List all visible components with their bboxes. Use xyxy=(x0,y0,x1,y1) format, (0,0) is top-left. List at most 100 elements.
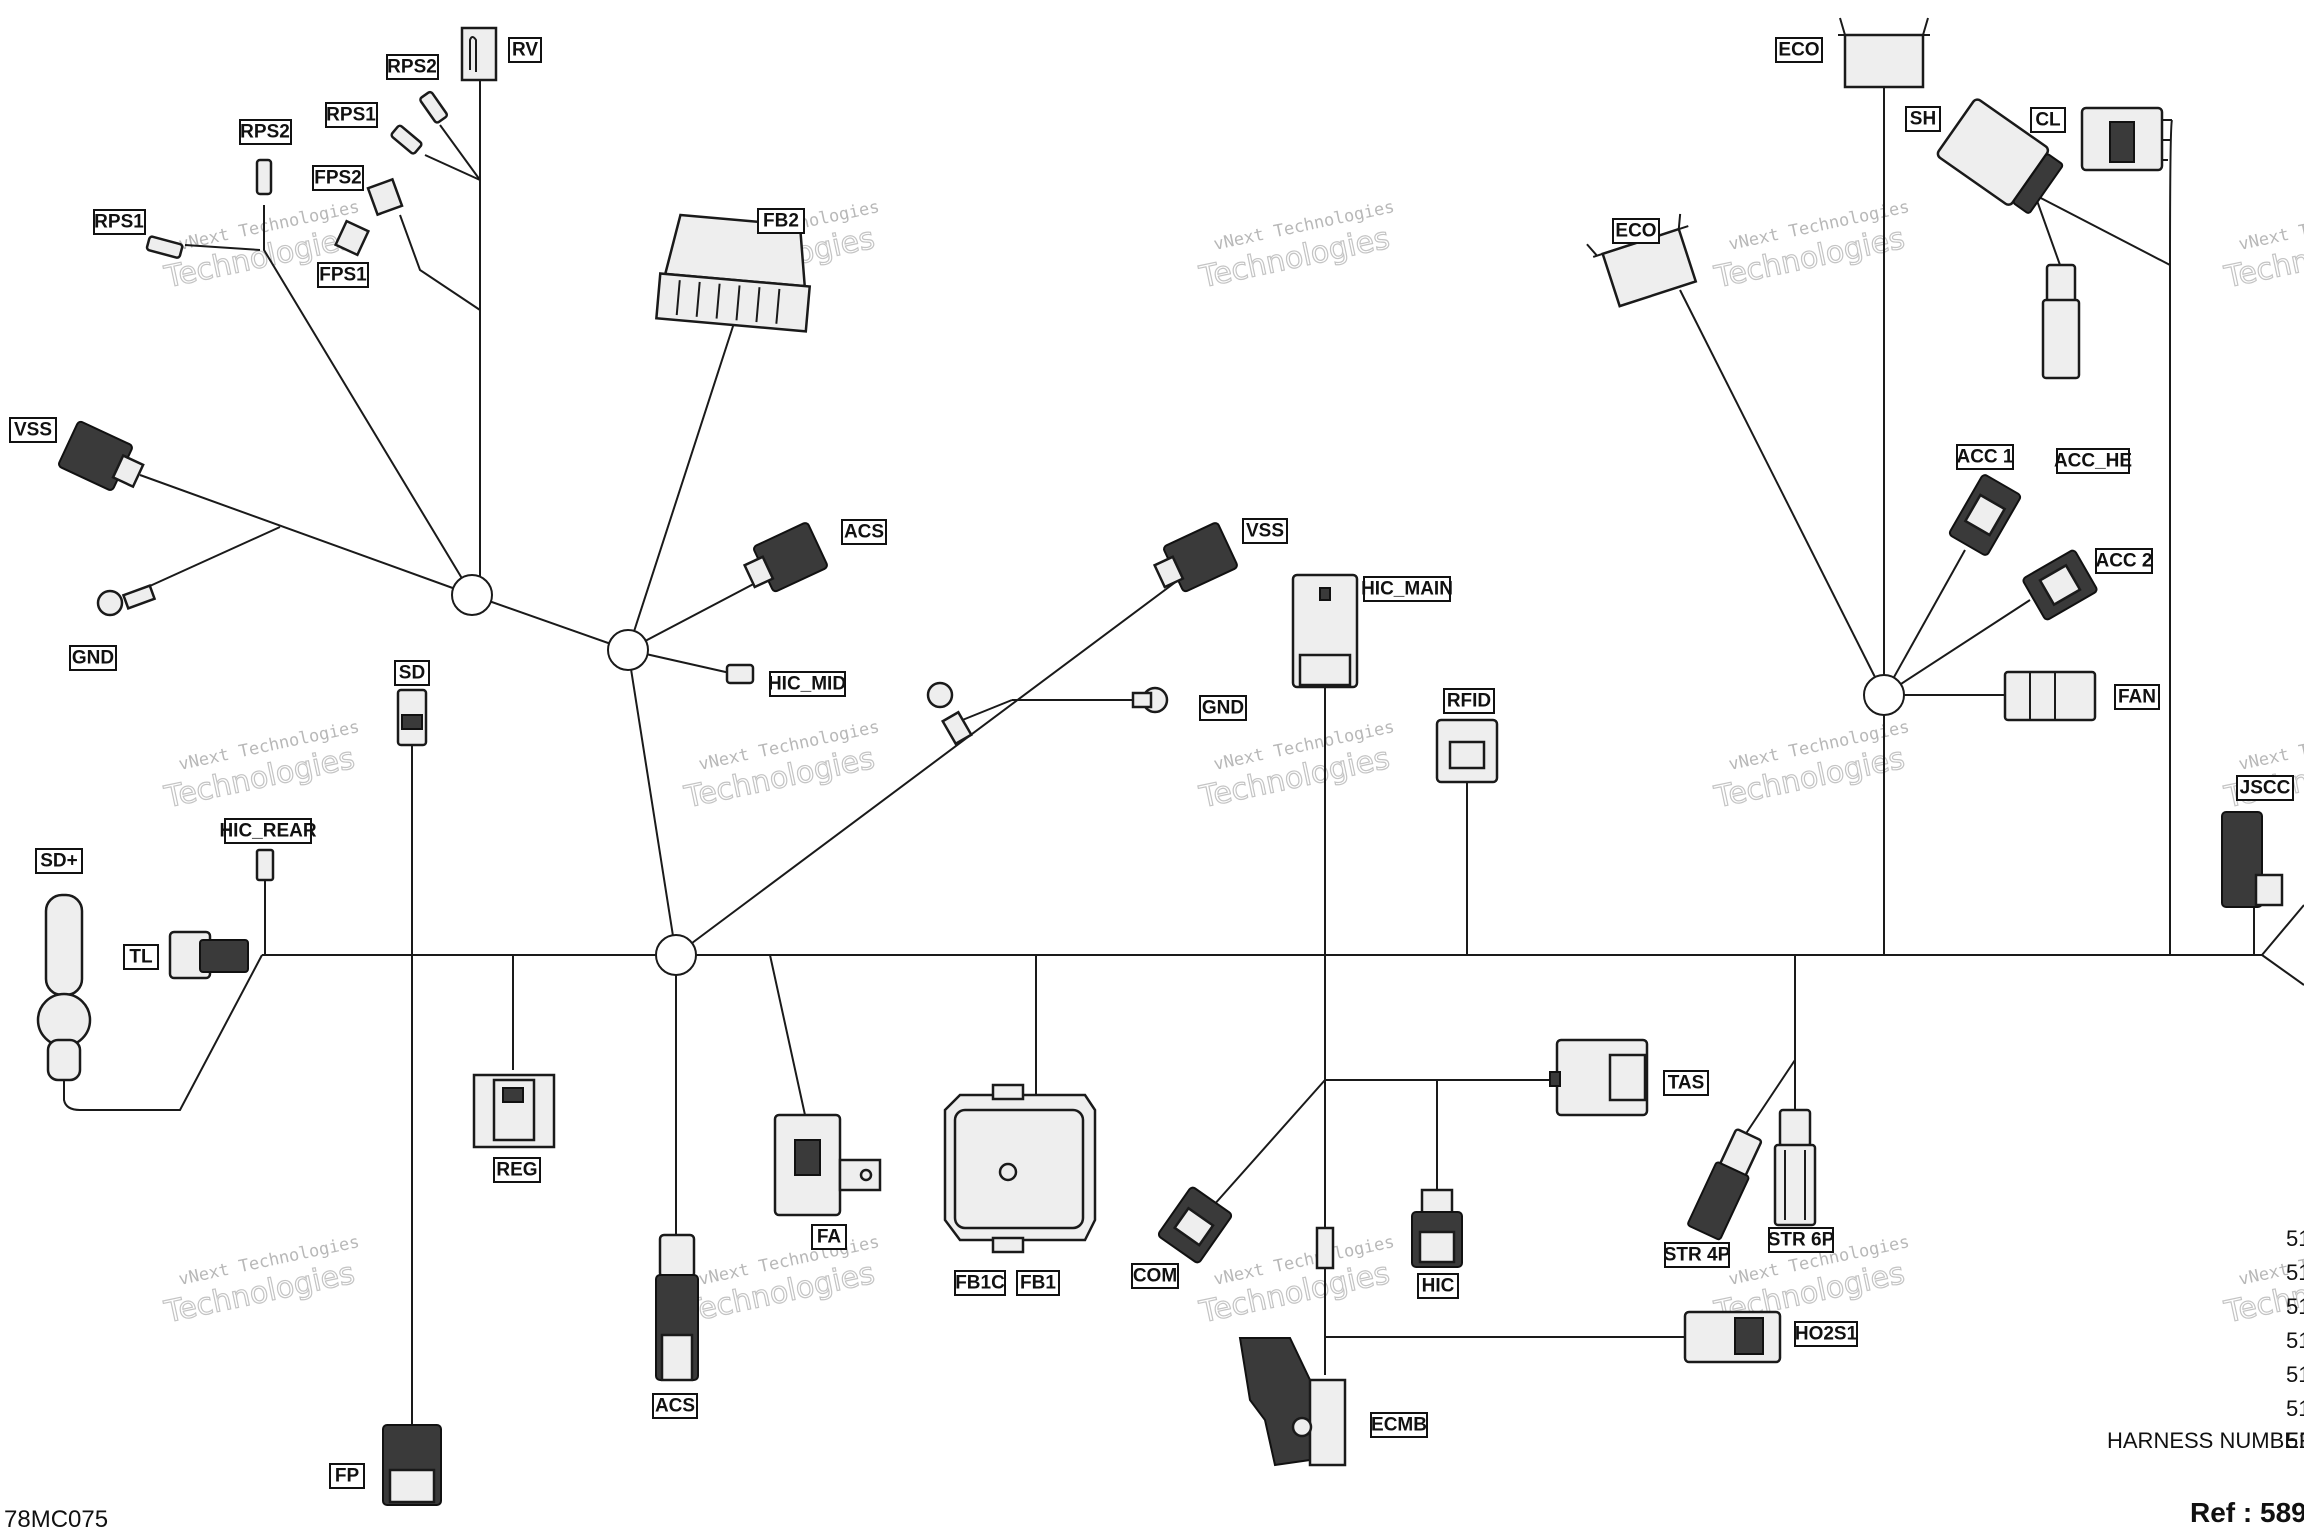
label-acc2: ACC 2 xyxy=(2095,548,2153,574)
acc-he-connector[interactable] xyxy=(2041,263,2081,380)
svg-text:ECO: ECO xyxy=(1778,40,1819,61)
ecmb-connector[interactable] xyxy=(1238,1226,1347,1467)
svg-text:SD: SD xyxy=(399,663,425,684)
cl-wire xyxy=(2169,119,2173,955)
svg-text:RPS2: RPS2 xyxy=(387,57,437,78)
gnd-mid-eyelet[interactable] xyxy=(1131,686,1169,714)
trunk-link-wire xyxy=(627,649,677,956)
label-gnd-left: GND xyxy=(69,645,117,671)
str-6p-connector[interactable] xyxy=(1773,1108,1817,1227)
svg-text:HIC: HIC xyxy=(1422,1276,1455,1297)
gnd-left-eyelet[interactable] xyxy=(96,584,157,617)
label-eco-top: ECO xyxy=(1775,37,1823,63)
sd-connector[interactable] xyxy=(396,688,428,747)
svg-text:STR 4P: STR 4P xyxy=(1664,1245,1731,1266)
svg-text:ECMB: ECMB xyxy=(1371,1415,1427,1436)
vss-left-wire xyxy=(139,474,473,596)
junctions xyxy=(451,574,1905,976)
svg-text:ECO: ECO xyxy=(1615,221,1656,242)
hic-connector[interactable] xyxy=(1411,1188,1463,1268)
acc2-connector[interactable] xyxy=(2022,549,2098,621)
label-fan: FAN xyxy=(2114,684,2160,710)
label-sh: SH xyxy=(1905,106,1941,132)
svg-text:ACC 1: ACC 1 xyxy=(1956,447,2013,468)
svg-text:ACS: ACS xyxy=(655,1396,695,1417)
watermark: vNext Technologies Technologies xyxy=(1710,197,1911,296)
rps2-left-connector[interactable] xyxy=(255,158,273,196)
rfid-connector[interactable] xyxy=(1435,718,1499,784)
acc-he-wire xyxy=(2034,194,2061,266)
str-4p-connector[interactable] xyxy=(1687,1127,1765,1241)
watermark: vNext Technologies Technologies xyxy=(2220,197,2304,296)
fps2-connector[interactable] xyxy=(366,177,404,217)
label-cl: CL xyxy=(2030,107,2066,133)
label-reg: REG xyxy=(493,1157,541,1183)
svg-text:RFID: RFID xyxy=(1447,691,1491,712)
label-jscc: JSCC xyxy=(2236,775,2294,801)
connectors xyxy=(36,17,2284,1506)
fb1-fuse-box[interactable] xyxy=(943,1083,1097,1254)
svg-text:SH: SH xyxy=(1910,109,1936,130)
fan-connector[interactable] xyxy=(2003,670,2097,722)
acc2-wire xyxy=(1883,599,2031,696)
rps1-left-connector[interactable] xyxy=(145,235,184,259)
rps1-left-wire xyxy=(184,244,261,251)
reference-number: Ref : 589 xyxy=(2190,1497,2304,1528)
svg-text:FAN: FAN xyxy=(2118,687,2156,708)
label-eco-mid: ECO xyxy=(1612,218,1660,244)
hic-rear-connector[interactable] xyxy=(255,848,275,882)
hic-mid-connector[interactable] xyxy=(725,663,755,685)
acs-upper-connector[interactable] xyxy=(739,522,828,599)
eco-top-connector[interactable] xyxy=(1838,17,1930,89)
sh-connector[interactable] xyxy=(1936,98,2066,218)
fa-connector[interactable] xyxy=(773,1113,882,1217)
harness-number: 51 xyxy=(2286,1396,2304,1421)
ho2s1-connector[interactable] xyxy=(1683,1310,1782,1364)
label-sd: SD xyxy=(394,660,430,686)
cl-connector[interactable] xyxy=(2080,106,2172,172)
tas-connector[interactable] xyxy=(1549,1038,1649,1117)
label-acs-upper: ACS xyxy=(841,519,887,545)
rps1-top-connector[interactable] xyxy=(390,124,423,155)
str-wire xyxy=(1744,955,1796,1136)
svg-text:TAS: TAS xyxy=(1668,1073,1705,1094)
tl-connector[interactable] xyxy=(168,930,249,980)
sh-cl-wire xyxy=(2034,194,2171,266)
sd-plus-connector[interactable] xyxy=(36,893,92,1082)
fp-connector[interactable] xyxy=(382,1424,442,1506)
fps1-connector[interactable] xyxy=(333,219,371,257)
acc1-wire xyxy=(1883,549,1966,696)
jscc-connector[interactable] xyxy=(2221,811,2284,908)
fps2-wire xyxy=(399,214,481,311)
label-com: COM xyxy=(1131,1263,1179,1289)
fb2-wire xyxy=(627,319,736,651)
hic-main-connector[interactable] xyxy=(1291,573,1359,689)
com-connector[interactable] xyxy=(1157,1186,1233,1264)
label-fp: FP xyxy=(329,1463,365,1489)
footer: 78MC075 51 51 51 51 51 51 51 HARNESS NUM… xyxy=(4,1226,2304,1533)
reg-connector[interactable] xyxy=(472,1073,556,1149)
fa-wire xyxy=(769,954,806,1116)
svg-text:FB2: FB2 xyxy=(763,211,799,232)
acc1-connector[interactable] xyxy=(1948,474,2022,557)
harness-number: 51 xyxy=(2286,1362,2304,1387)
vss-mid-connector[interactable] xyxy=(1149,522,1238,599)
label-hic-rear: HIC_REAR xyxy=(219,818,317,844)
rv-connector[interactable] xyxy=(460,26,498,82)
rps2-top-wire xyxy=(439,124,481,181)
label-fps1: FPS1 xyxy=(317,262,369,288)
watermarks: vNext Technologies Technologies vNext Te… xyxy=(160,197,2304,1331)
vss-left-connector[interactable] xyxy=(58,420,149,499)
label-acs-lower: ACS xyxy=(652,1393,698,1419)
svg-text:HIC_MAIN: HIC_MAIN xyxy=(1361,579,1453,600)
eco-mid-connector[interactable] xyxy=(1586,213,1705,310)
acs-lower-connector[interactable] xyxy=(655,1233,699,1382)
junction-upper-mid xyxy=(607,629,649,671)
label-fb2: FB2 xyxy=(757,208,805,234)
gnd-mid-eyelet-2[interactable] xyxy=(926,681,974,746)
svg-text:COM: COM xyxy=(1133,1266,1177,1287)
svg-text:JSCC: JSCC xyxy=(2240,778,2291,799)
rps2-top-connector[interactable] xyxy=(419,90,449,124)
eco-mid-wire xyxy=(1679,289,1885,696)
